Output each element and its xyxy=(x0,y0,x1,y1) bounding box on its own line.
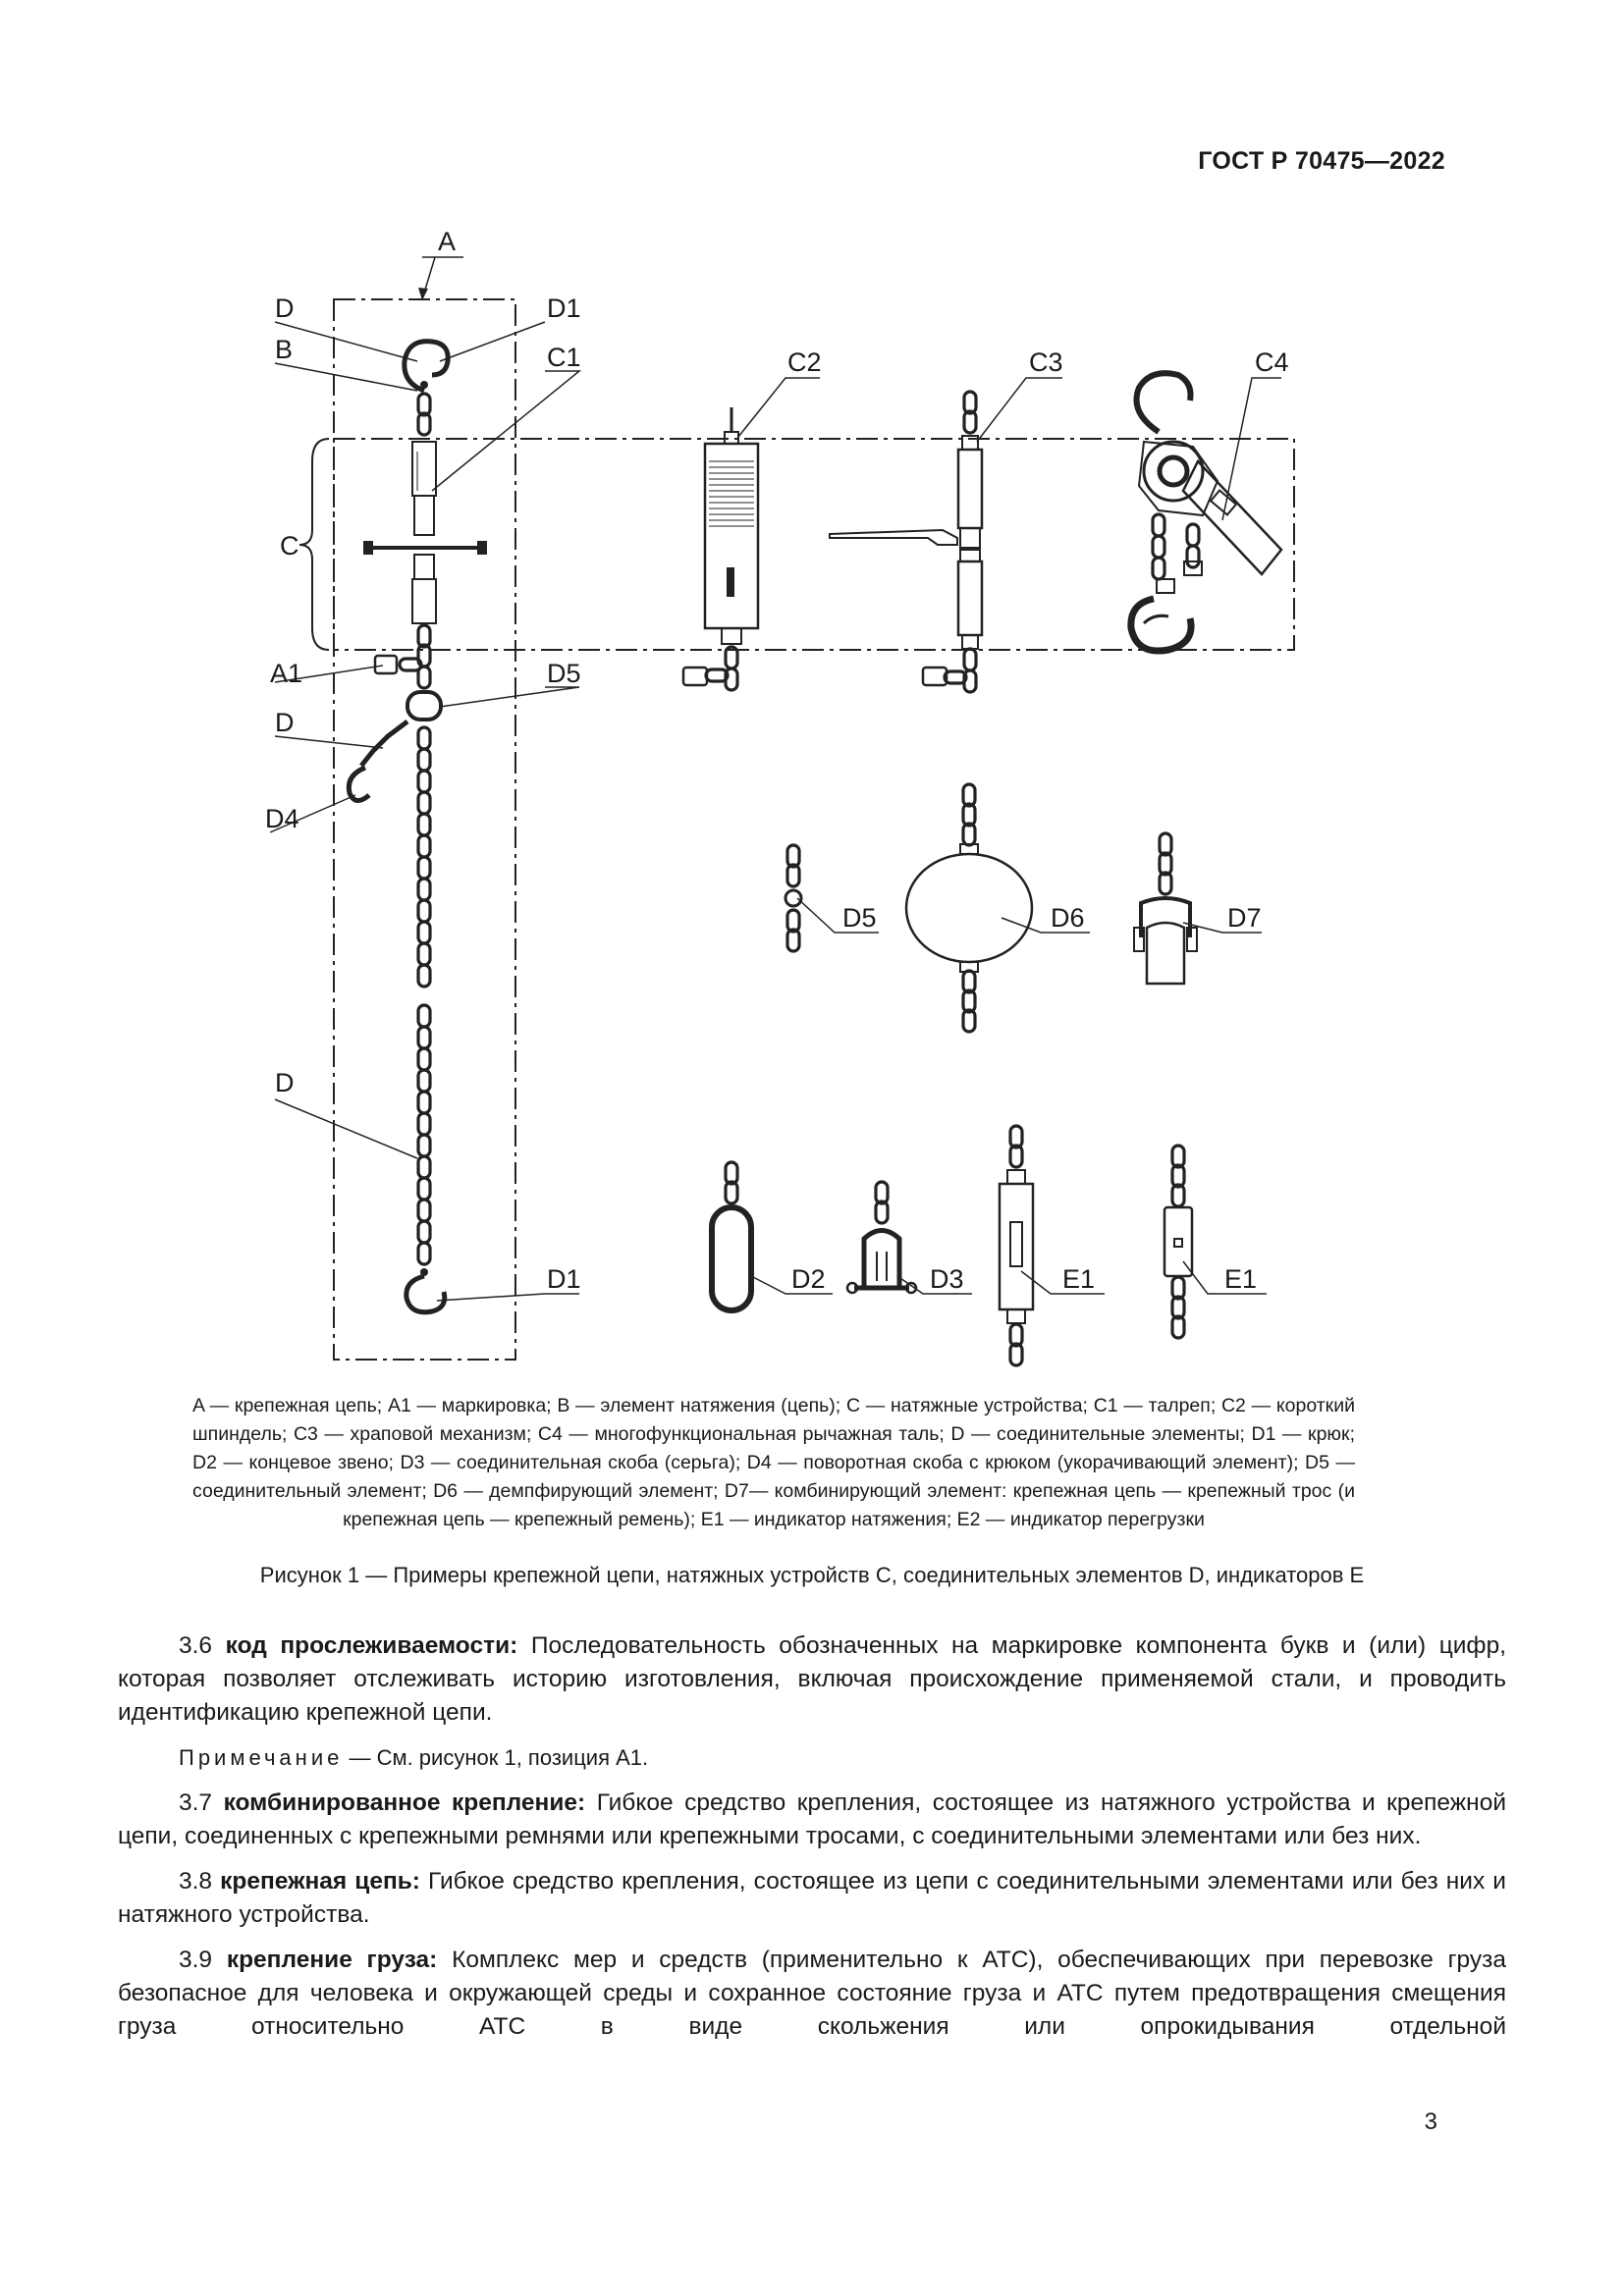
label-c2: C2 xyxy=(787,347,822,377)
section-number: 3.6 xyxy=(179,1632,213,1659)
section-number: 3.9 xyxy=(179,1947,213,1973)
d7-combiner xyxy=(1133,831,1198,986)
section-number: 3.7 xyxy=(179,1789,213,1816)
standard-code: ГОСТ Р 70475—2022 xyxy=(1198,147,1445,175)
section-term: комбинированное крепление: xyxy=(223,1789,586,1816)
section-definition: Последовательность обозначенных на марки… xyxy=(118,1632,1507,1726)
label-d4: D4 xyxy=(265,804,299,833)
figure-1-chain-diagram: A D D1 B C1 xyxy=(265,227,1295,1367)
section-definition: Гибкое средство крепления, состоящее из … xyxy=(118,1868,1506,1928)
note-text: — См. рисунок 1, позиция A1. xyxy=(343,1745,649,1770)
section-3-8: 3.8 крепежная цепь: Гибкое средство креп… xyxy=(118,1865,1506,1932)
note-label: Примечание xyxy=(179,1745,344,1770)
label-c1: C1 xyxy=(547,343,581,372)
label-d5-right: D5 xyxy=(842,903,877,933)
section-term: крепление груза: xyxy=(226,1947,438,1973)
label-c: C xyxy=(280,531,299,561)
c2-spindle xyxy=(681,407,760,692)
section-3-6: 3.6 код прослеживаемости: Последовательн… xyxy=(118,1629,1506,1730)
label-d-mid: D xyxy=(275,708,295,737)
label-a1: A1 xyxy=(270,659,302,688)
d3-shackle xyxy=(845,1180,918,1295)
section-term: крепежная цепь: xyxy=(220,1868,420,1895)
figure-caption: Рисунок 1 — Примеры крепежной цепи, натя… xyxy=(259,1563,1365,1587)
frame-c xyxy=(333,438,1295,651)
e1-tension-indicator-2 xyxy=(1163,1144,1194,1340)
label-d5-left: D5 xyxy=(547,659,581,688)
label-e1-first: E1 xyxy=(1062,1264,1095,1294)
label-d-top: D xyxy=(275,294,295,323)
d2-end-link xyxy=(709,1160,754,1313)
label-e1-second: E1 xyxy=(1224,1264,1257,1294)
label-d2: D2 xyxy=(791,1264,826,1294)
body-text: 3.6 код прослеживаемости: Последовательн… xyxy=(118,1629,1506,2056)
label-d3: D3 xyxy=(930,1264,964,1294)
chain-a-upper xyxy=(416,725,432,988)
page-number: 3 xyxy=(1424,2109,1437,2135)
section-3-7: 3.7 комбинированное крепление: Гибкое ср… xyxy=(118,1787,1506,1853)
label-c4: C4 xyxy=(1255,347,1289,377)
label-c3: C3 xyxy=(1029,347,1063,377)
d5-connector xyxy=(784,843,803,953)
label-d-low: D xyxy=(275,1068,295,1097)
section-note: Примечание — См. рисунок 1, позиция A1. xyxy=(118,1741,1506,1775)
frame-a xyxy=(333,298,516,1361)
section-3-9: 3.9 крепление груза: Комплекс мер и сред… xyxy=(118,1944,1506,2044)
section-term: код прослеживаемости: xyxy=(225,1632,518,1659)
section-definition: Гибкое средство крепления, состоящее из … xyxy=(118,1789,1507,1849)
section-definition: Комплекс мер и средств (применительно к … xyxy=(118,1947,1507,2040)
figure-legend: A — крепежная цепь; A1 — маркировка; B —… xyxy=(192,1395,1355,1530)
label-a: A xyxy=(438,227,456,256)
label-d7: D7 xyxy=(1227,903,1262,933)
chain-a-lower xyxy=(416,1003,432,1266)
e1-tension-indicator-1 xyxy=(998,1124,1035,1367)
d6-damper xyxy=(904,782,1034,1034)
label-d1-bottom: D1 xyxy=(547,1264,581,1294)
label-d6: D6 xyxy=(1051,903,1085,933)
c3-ratchet xyxy=(829,390,984,694)
section-number: 3.8 xyxy=(179,1868,213,1895)
label-d1-top: D1 xyxy=(547,294,581,323)
c4-lever-hoist xyxy=(1127,370,1283,655)
label-b: B xyxy=(275,335,293,364)
